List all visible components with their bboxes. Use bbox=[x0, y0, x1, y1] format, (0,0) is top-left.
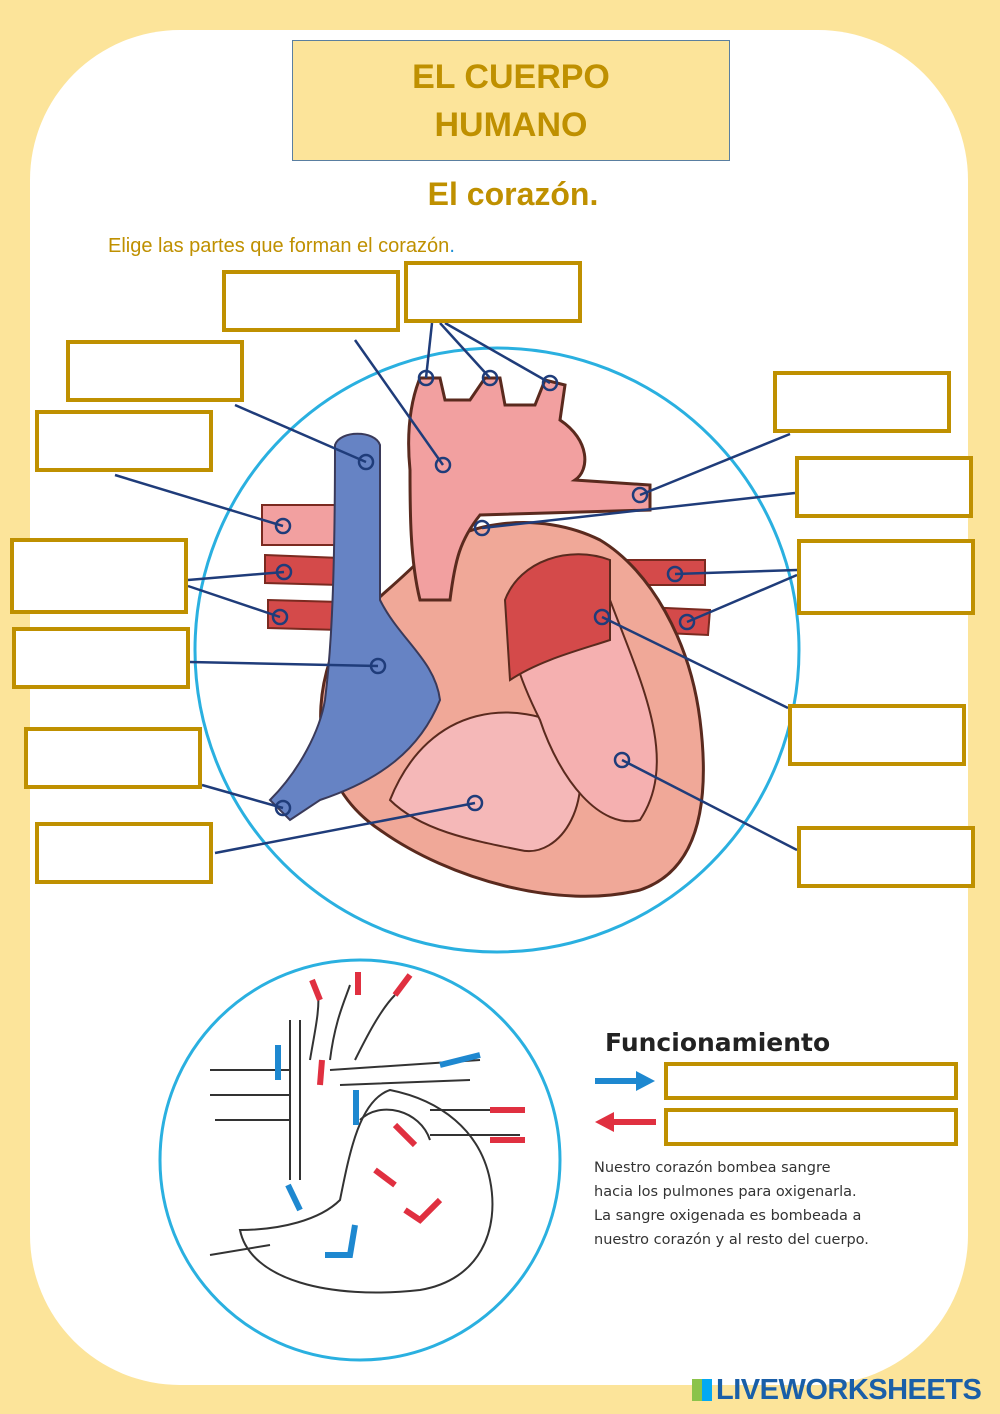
answer-box-9[interactable] bbox=[12, 627, 190, 689]
answer-box-6[interactable] bbox=[795, 456, 973, 518]
page-subtitle: El corazón. bbox=[427, 176, 599, 212]
instruction-text: Elige las partes que forman el corazón bbox=[108, 235, 450, 257]
circulation-circle bbox=[158, 958, 562, 1362]
answer-box-7[interactable] bbox=[10, 538, 188, 614]
vena-cava bbox=[268, 432, 442, 822]
pulmonary-artery-left bbox=[261, 504, 341, 546]
answer-box-4[interactable] bbox=[35, 410, 213, 472]
logo-icon bbox=[692, 1379, 712, 1401]
flow-arrows bbox=[275, 972, 525, 1258]
answer-box-2[interactable] bbox=[404, 261, 582, 323]
title-line-1: EL CUERPO bbox=[412, 58, 610, 96]
answer-box-5[interactable] bbox=[773, 371, 951, 433]
answer-box-13[interactable] bbox=[797, 826, 975, 888]
answer-box-10[interactable] bbox=[788, 704, 966, 766]
answer-box-red-arrow[interactable] bbox=[664, 1108, 958, 1146]
label-points bbox=[271, 369, 696, 817]
logo-text: LIVEWORKSHEETS bbox=[716, 1374, 982, 1406]
heart-circle bbox=[193, 346, 801, 954]
answer-box-11[interactable] bbox=[24, 727, 202, 789]
red-arrow-icon bbox=[595, 1112, 614, 1132]
title-box: EL CUERPO HUMANO bbox=[292, 40, 730, 161]
funcionamiento-title: Funcionamiento bbox=[605, 1028, 831, 1057]
liveworksheets-logo: LIVEWORKSHEETS bbox=[692, 1374, 982, 1407]
right-ventricle bbox=[388, 711, 582, 853]
heart-outline bbox=[209, 984, 520, 1294]
answer-box-blue-arrow[interactable] bbox=[664, 1062, 958, 1100]
answer-box-12[interactable] bbox=[35, 822, 213, 884]
instruction-period: . bbox=[449, 235, 455, 257]
leader-lines bbox=[114, 321, 798, 855]
answer-box-8[interactable] bbox=[797, 539, 975, 615]
answer-box-3[interactable] bbox=[66, 340, 244, 402]
pulmonary-veins-left bbox=[264, 553, 341, 632]
left-atrium bbox=[503, 553, 611, 682]
instruction: Elige las partes que forman el corazón. bbox=[108, 235, 455, 258]
blue-arrow-icon bbox=[636, 1071, 655, 1091]
legend-arrows bbox=[595, 1071, 656, 1132]
funcionamiento-text: Nuestro corazón bombea sangre hacia los … bbox=[594, 1160, 869, 1248]
title-line-2: HUMANO bbox=[434, 106, 588, 144]
answer-box-1[interactable] bbox=[222, 270, 400, 332]
